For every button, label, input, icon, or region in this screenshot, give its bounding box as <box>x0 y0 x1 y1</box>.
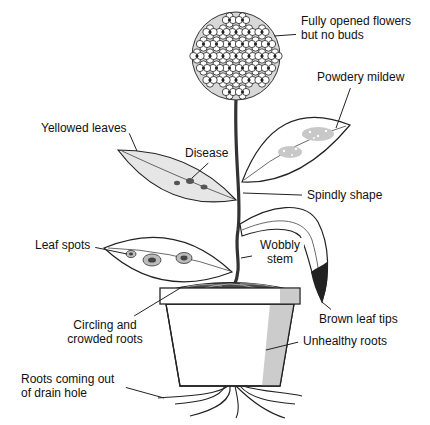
leader-line <box>274 34 296 36</box>
callout-label: Brown leaf tips <box>318 312 399 326</box>
florets <box>190 13 282 99</box>
leaf-spot <box>126 250 192 266</box>
disease-spot <box>174 181 180 185</box>
callout-label: Yellowed leaves <box>40 121 128 135</box>
disease-spot <box>186 178 194 184</box>
callout-label: Fully opened flowers but no buds <box>300 14 424 43</box>
leader-line <box>129 133 137 151</box>
leaf-midrib <box>108 248 230 271</box>
callout-label: Unhealthy roots <box>302 334 388 348</box>
leader-line <box>192 163 208 178</box>
callout-label: Disease <box>184 146 229 160</box>
leader-line <box>266 342 298 350</box>
stem <box>234 98 239 286</box>
pot-outline <box>166 304 294 386</box>
leader-line <box>134 287 182 316</box>
escaping-roots <box>158 386 302 418</box>
leader-line <box>95 247 127 254</box>
mildew-patch <box>302 127 334 141</box>
mildew-patch <box>278 146 302 158</box>
leader-line <box>322 302 331 309</box>
leader-line <box>241 256 252 258</box>
callout-label: Spindly shape <box>306 188 383 202</box>
leaf-midrib <box>244 126 346 180</box>
pot-shading <box>262 304 294 386</box>
leader-line <box>126 387 164 398</box>
leader-line <box>243 193 302 195</box>
pot-rim-shading <box>280 289 299 303</box>
callout-label: Wobbly stem <box>256 238 304 267</box>
flower-head <box>192 12 280 100</box>
leader-line <box>336 88 350 128</box>
callout-label: Circling and crowded roots <box>62 318 148 347</box>
disease-spot <box>201 185 208 190</box>
callout-label: Roots coming out of drain hole <box>20 372 122 401</box>
callout-label: Powdery mildew <box>316 70 405 84</box>
pot-rim <box>160 288 300 304</box>
brown-leaf-tip <box>311 262 328 302</box>
pot-body <box>166 304 294 386</box>
mildew-leaf <box>242 117 350 182</box>
callout-label: Leaf spots <box>34 238 91 252</box>
spotted-leaf <box>104 237 232 282</box>
mildew-dots <box>283 130 327 156</box>
